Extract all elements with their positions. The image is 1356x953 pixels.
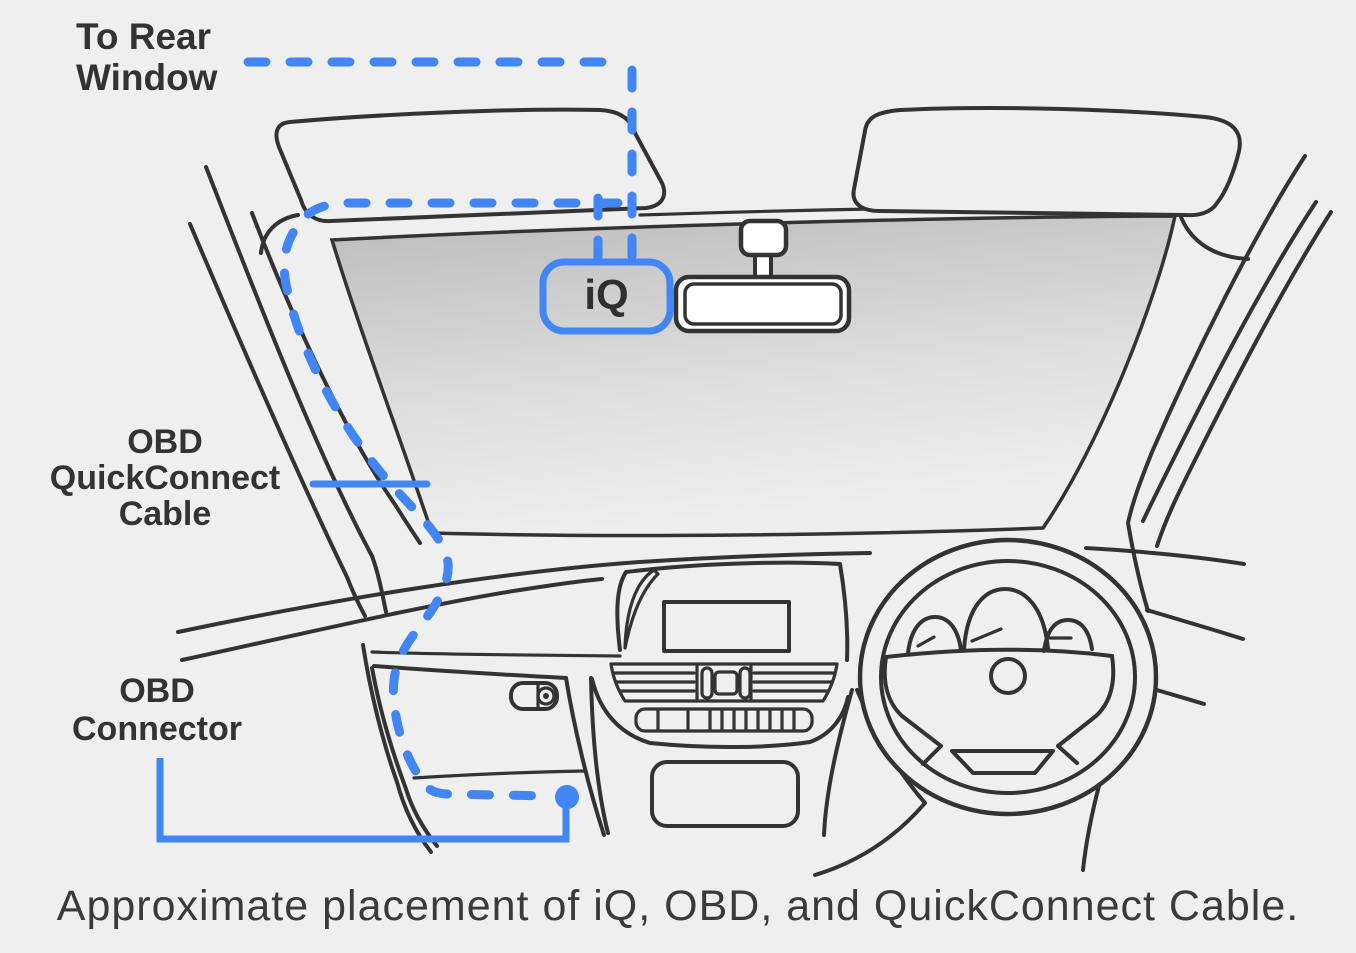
vent-control-knob [713, 670, 739, 696]
steering-wheel [857, 537, 1159, 817]
label-obd-quickconnect-cable: OBD QuickConnect Cable [49, 423, 281, 533]
infotainment-screen [662, 600, 791, 653]
glovebox-latch [509, 681, 559, 711]
horn-button [989, 657, 1027, 695]
pointer-lines [156, 480, 570, 843]
vent-control-pill [738, 666, 752, 700]
obd-quickconnect-cable-route [243, 57, 637, 801]
cable-pillar-run [279, 198, 623, 801]
center-console [589, 560, 854, 837]
diagram-caption: Approximate placement of iQ, OBD, and Qu… [56, 882, 1300, 930]
instrument-cluster [906, 587, 1094, 655]
button-strip [634, 707, 814, 733]
gauge-needle [916, 635, 936, 648]
rearview-mirror [673, 218, 852, 334]
right-sun-visor [851, 105, 1242, 218]
console-tray [650, 760, 800, 828]
label-obd-connector: OBD Connector [72, 672, 242, 748]
iq-device-label: iQ [584, 271, 629, 318]
iq-dash-cam-outline [539, 258, 674, 335]
label-to-rear-window: To Rear Window [76, 16, 218, 98]
right-a-pillar [1126, 154, 1333, 613]
vent-control-pill [700, 666, 714, 700]
obd-connector-dot [555, 785, 579, 809]
gauge-needle [970, 627, 1003, 643]
obd-connector-pointer-line [156, 758, 570, 843]
left-sun-visor [274, 107, 667, 224]
